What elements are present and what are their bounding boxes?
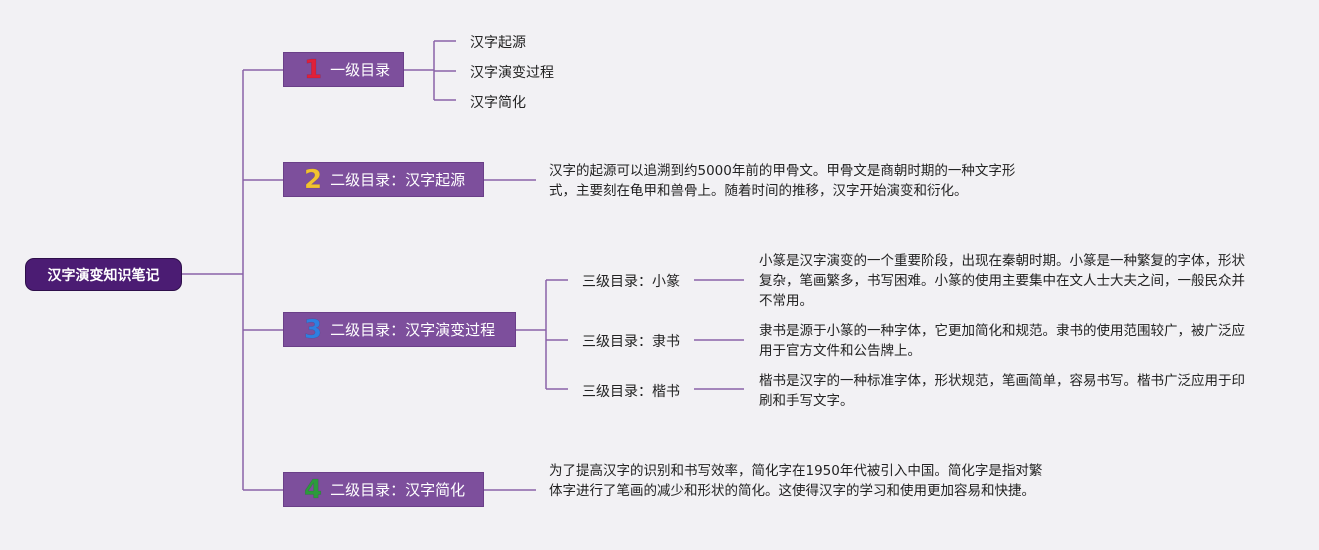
root-node[interactable]: 汉字演变知识笔记 xyxy=(25,258,182,291)
branch-node-2[interactable]: 2 二级目录：汉字起源 xyxy=(283,162,484,197)
sub-node-note[interactable]: 楷书是汉字的一种标准字体，形状规范，笔画简单，容易书写。楷书广泛应用于印刷和手写… xyxy=(759,373,1245,409)
branch-label: 二级目录：汉字简化 xyxy=(330,481,466,499)
branch-label: 二级目录：汉字起源 xyxy=(330,171,466,189)
sub-node-note[interactable]: 隶书是源于小篆的一种字体，它更加简化和规范。隶书的使用范围较广，被广泛应用于官方… xyxy=(759,323,1245,359)
number-3-icon: 3 xyxy=(304,314,323,345)
number-4-icon: 4 xyxy=(304,474,323,505)
sub-node-label[interactable]: 三级目录：隶书 xyxy=(582,334,680,350)
leaf-item[interactable]: 汉字演变过程 xyxy=(470,65,554,81)
sub-node-label[interactable]: 三级目录：楷书 xyxy=(582,384,680,400)
branch-note[interactable]: 为了提高汉字的识别和书写效率，简化字在1950年代被引入中国。简化字是指对繁体字… xyxy=(549,463,1043,499)
number-1-icon: 1 xyxy=(304,54,323,85)
branch-label: 二级目录：汉字演变过程 xyxy=(330,321,496,339)
branch-node-1[interactable]: 1 一级目录 xyxy=(283,52,404,87)
branch-node-3[interactable]: 3 二级目录：汉字演变过程 xyxy=(283,312,516,347)
leaf-item[interactable]: 汉字简化 xyxy=(470,95,526,111)
branch-note[interactable]: 汉字的起源可以追溯到约5000年前的甲骨文。甲骨文是商朝时期的一种文字形式，主要… xyxy=(549,163,1016,199)
sub-node-note[interactable]: 小篆是汉字演变的一个重要阶段，出现在秦朝时期。小篆是一种繁复的字体，形状复杂，笔… xyxy=(759,253,1245,309)
number-2-icon: 2 xyxy=(304,164,323,195)
sub-node-label[interactable]: 三级目录：小篆 xyxy=(582,274,680,290)
branch-label: 一级目录 xyxy=(330,61,391,79)
leaf-item[interactable]: 汉字起源 xyxy=(470,35,526,51)
branch-node-4[interactable]: 4 二级目录：汉字简化 xyxy=(283,472,484,507)
root-label: 汉字演变知识笔记 xyxy=(47,267,160,284)
